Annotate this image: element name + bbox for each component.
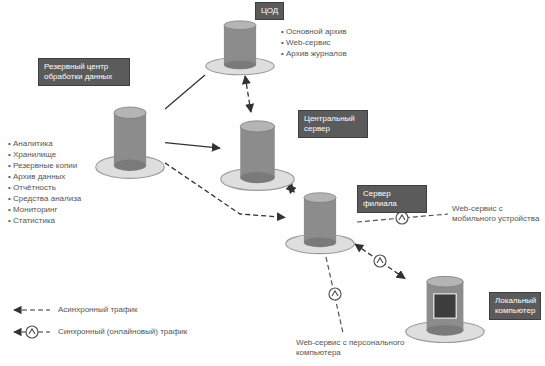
cylinder-body — [240, 126, 275, 177]
heading-holder: Сервер филиала — [357, 185, 427, 213]
cylinder-top — [240, 121, 275, 132]
bullet-item: • Web-сервис — [281, 37, 347, 48]
legend-dashed-arrow — [14, 309, 50, 310]
cylinder-top — [427, 276, 464, 287]
legend-text: Синхронный (онлайновый) трафик — [58, 327, 187, 337]
server-cylinder — [405, 268, 485, 344]
cylinder-bottom — [304, 238, 336, 248]
heading-holder: Резервный центр обработки данных — [38, 58, 130, 86]
node-heading: Сервер филиала — [357, 185, 427, 213]
traffic-connector — [165, 75, 205, 109]
traffic-connector — [245, 76, 251, 112]
bullet-list: • Основной архив• Web-сервис• Архив журн… — [281, 26, 347, 59]
bullet-item: • Архив журналов — [281, 48, 347, 59]
cylinder-top — [304, 193, 336, 203]
bullet-item: • Отчётность — [8, 182, 81, 193]
cylinder-bottom — [114, 160, 146, 171]
node-heading: Резервный центр обработки данных — [38, 58, 130, 86]
cylinder-body — [114, 113, 146, 165]
server-cylinder — [285, 185, 355, 255]
leader-line — [326, 257, 343, 333]
heading-holder: Локальный компьютер — [489, 292, 541, 320]
bullet-item: • Хранилище — [8, 149, 81, 160]
node-heading: ЦОД — [255, 2, 284, 20]
endpoint-label: Web-сервис с мобильного устройства — [452, 204, 540, 224]
cylinder-top — [114, 107, 146, 118]
traffic-connector — [165, 143, 220, 149]
cylinder-body — [427, 282, 464, 331]
cylinder-body — [304, 198, 336, 243]
server-cylinder — [205, 14, 275, 76]
sync-icon — [374, 255, 386, 267]
traffic-connector — [288, 185, 294, 192]
legend-text: Асинхронный трафик — [58, 305, 138, 315]
server-cylinder — [95, 98, 165, 180]
bullet-item: • Статистика — [8, 215, 81, 226]
server-node: Локальный компьютер — [405, 268, 485, 344]
heading-holder: ЦОД — [255, 2, 284, 20]
cylinder-top — [224, 21, 256, 30]
sync-icon — [26, 326, 38, 338]
legend-row: Асинхронный трафик — [58, 305, 138, 315]
cylinder-bottom — [427, 325, 464, 336]
server-node: Резервный центр обработки данных• Аналит… — [95, 98, 165, 180]
server-node: Сервер филиала — [285, 185, 355, 255]
cylinder-bottom — [240, 172, 275, 183]
node-heading: Центральный сервер — [298, 110, 368, 138]
sync-icon — [396, 212, 408, 224]
legend-row: Синхронный (онлайновый) трафик — [58, 327, 187, 337]
traffic-connector — [355, 244, 405, 278]
sync-icon — [329, 288, 341, 300]
node-heading: Локальный компьютер — [489, 292, 541, 320]
server-node: Центральный сервер — [220, 112, 295, 192]
bullet-item: • Архив данных — [8, 171, 81, 182]
device-screen — [434, 294, 456, 318]
endpoint-label: Web-сервис с персонального компьютера — [296, 338, 406, 358]
bullet-item: • Средства анализа — [8, 193, 81, 204]
heading-holder: Центральный сервер — [298, 110, 368, 138]
cylinder-bottom — [224, 61, 256, 70]
server-cylinder — [220, 112, 295, 192]
server-node: ЦОД• Основной архив• Web-сервис• Архив ж… — [205, 14, 275, 76]
cylinder-body — [224, 25, 256, 65]
bullet-item: • Основной архив — [281, 26, 347, 37]
bullet-item: • Мониторинг — [8, 204, 81, 215]
bullet-item: • Резервные копии — [8, 160, 81, 171]
bullet-item: • Аналитика — [8, 138, 81, 149]
bullet-list: • Аналитика• Хранилище• Резервные копии•… — [8, 138, 81, 226]
